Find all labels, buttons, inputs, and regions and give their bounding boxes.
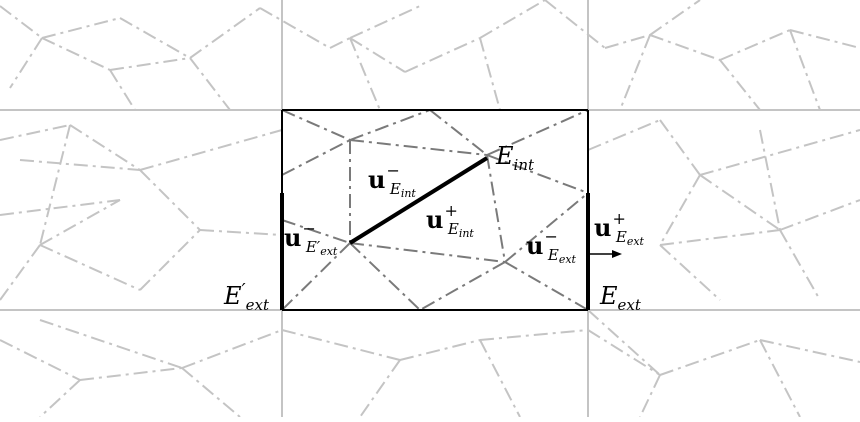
normal-arrow [590, 250, 622, 258]
label-e-int: Eint [495, 142, 535, 174]
label-u-minus-e-ext-prime: u−E′ext [284, 219, 338, 258]
inner-mesh [281, 109, 589, 311]
label-u-minus-e-ext: u−Eext [526, 227, 577, 266]
label-e-ext-prime: E′ext [223, 280, 270, 314]
label-u-plus-e-int: u+Eint [426, 201, 474, 240]
label-u-minus-e-int: u−Eint [368, 161, 416, 200]
cell [280, 109, 590, 311]
label-e-ext: Eext [599, 282, 642, 314]
edge-e-int [348, 156, 489, 245]
label-u-plus-e-ext: u+Eext [594, 209, 645, 248]
